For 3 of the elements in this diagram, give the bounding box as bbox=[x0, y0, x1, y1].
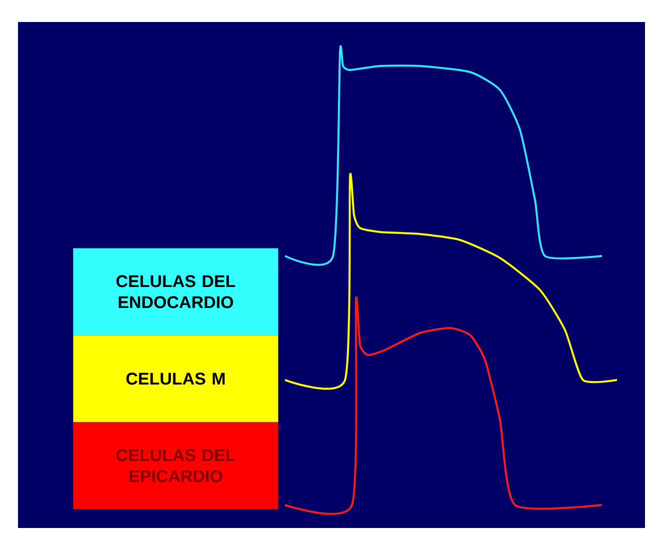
label-box: CELULAS M bbox=[73, 335, 278, 422]
label-box: CELULAS DEL ENDOCARDIO bbox=[73, 248, 278, 336]
label-box: CELULAS DEL EPICARDIO bbox=[73, 422, 278, 510]
